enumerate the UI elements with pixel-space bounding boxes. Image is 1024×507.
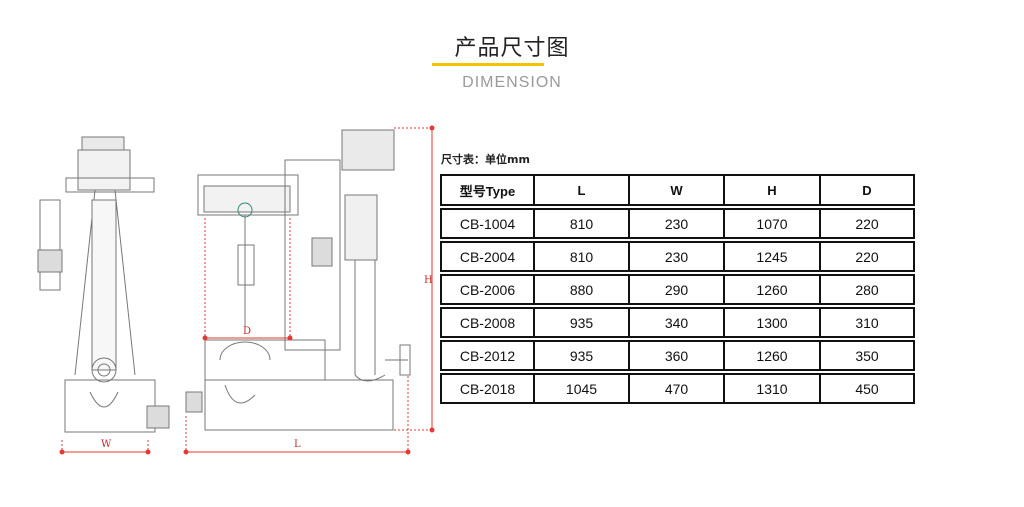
- cell-w: 360: [630, 340, 725, 371]
- cell-w: 230: [630, 241, 725, 272]
- cell-w: 230: [630, 208, 725, 239]
- cell-w: 290: [630, 274, 725, 305]
- table-row: CB-1004 810 230 1070 220: [440, 208, 915, 239]
- cell-type: CB-1004: [440, 208, 535, 239]
- dim-label-h: H: [424, 275, 433, 286]
- dim-label-w: W: [101, 439, 112, 450]
- cell-w: 470: [630, 373, 725, 404]
- cell-l: 1045: [535, 373, 630, 404]
- cell-h: 1300: [725, 307, 821, 338]
- title-underline: [432, 63, 544, 66]
- cell-l: 880: [535, 274, 630, 305]
- cell-d: 220: [821, 208, 915, 239]
- cell-h: 1310: [725, 373, 821, 404]
- cell-d: 450: [821, 373, 915, 404]
- dim-line-d: [202, 218, 293, 341]
- column-header-h: H: [725, 174, 821, 206]
- dim-label-d: D: [243, 326, 251, 337]
- page-title: 产品尺寸图: [454, 36, 570, 61]
- units-label: 尺寸表：单位mm: [441, 153, 530, 166]
- column-header-type: 型号Type: [440, 174, 535, 206]
- cell-type: CB-2004: [440, 241, 535, 272]
- table-row: CB-2018 1045 470 1310 450: [440, 373, 915, 404]
- cell-type: CB-2018: [440, 373, 535, 404]
- cell-type: CB-2006: [440, 274, 535, 305]
- cell-h: 1260: [725, 340, 821, 371]
- cell-w: 340: [630, 307, 725, 338]
- cell-d: 350: [821, 340, 915, 371]
- side-view: [185, 129, 411, 431]
- cell-l: 935: [535, 340, 630, 371]
- cell-l: 935: [535, 307, 630, 338]
- front-view: [37, 136, 170, 433]
- cell-h: 1070: [725, 208, 821, 239]
- table-row: CB-2012 935 360 1260 350: [440, 340, 915, 371]
- dimension-table: 型号Type L W H D CB-1004 810 230 1070 220 …: [440, 172, 915, 406]
- table-row: CB-2006 880 290 1260 280: [440, 274, 915, 305]
- column-header-l: L: [535, 174, 630, 206]
- page-subtitle: DIMENSION: [462, 74, 562, 91]
- cell-d: 280: [821, 274, 915, 305]
- cell-l: 810: [535, 208, 630, 239]
- cell-type: CB-2008: [440, 307, 535, 338]
- dim-line-l: [183, 376, 411, 456]
- cell-d: 310: [821, 307, 915, 338]
- table-row: CB-2004 810 230 1245 220: [440, 241, 915, 272]
- cell-d: 220: [821, 241, 915, 272]
- dim-label-l: L: [294, 439, 301, 450]
- product-dimension-drawing: W D L H: [37, 125, 435, 456]
- table-header-row: 型号Type L W H D: [440, 174, 915, 206]
- dim-line-h: [394, 125, 435, 433]
- cell-type: CB-2012: [440, 340, 535, 371]
- column-header-d: D: [821, 174, 915, 206]
- table-row: CB-2008 935 340 1300 310: [440, 307, 915, 338]
- cell-l: 810: [535, 241, 630, 272]
- cell-h: 1245: [725, 241, 821, 272]
- cell-h: 1260: [725, 274, 821, 305]
- dim-line-w: [59, 440, 151, 456]
- column-header-w: W: [630, 174, 725, 206]
